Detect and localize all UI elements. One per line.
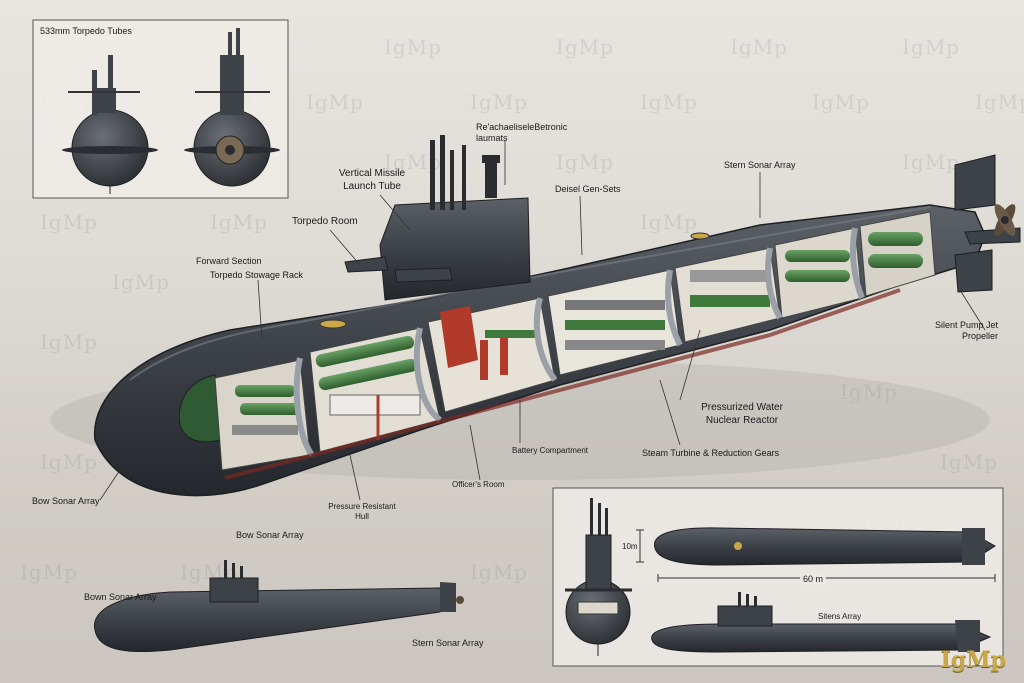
watermark-text: IgMp bbox=[20, 560, 78, 584]
watermark-text: IgMp bbox=[902, 35, 960, 59]
watermark-text: IgMp bbox=[470, 560, 528, 584]
watermark-text: IgMp bbox=[40, 330, 98, 354]
watermark-text: IgMp bbox=[940, 450, 998, 474]
label-bown-sonar: Bown Sonar Array bbox=[84, 592, 157, 602]
leader-lines bbox=[99, 140, 986, 501]
watermark-text: IgMp bbox=[902, 150, 960, 174]
label-pump-jet: Silent Pump Jet Propeller bbox=[934, 320, 998, 342]
bow-sonar-dome bbox=[178, 374, 221, 443]
label-periscope: Re'achaeliseleBetronic laumats bbox=[476, 122, 568, 144]
label-sitens: Sitens Array bbox=[818, 612, 862, 621]
watermark-text: IgMp bbox=[210, 210, 268, 234]
label-torpedo-rack: Torpedo Stowage Rack bbox=[210, 270, 304, 280]
label-length-dim: 60 m bbox=[800, 574, 827, 586]
inset-title: 533mm Torpedo Tubes bbox=[40, 26, 132, 36]
watermark-text: IgMp bbox=[470, 90, 528, 114]
label-hull: Pressure Resistant Hull bbox=[328, 502, 396, 521]
label-bow-sonar-mid: Bow Sonar Array bbox=[236, 530, 304, 540]
watermark-text: IgMp bbox=[112, 270, 170, 294]
watermark-text: IgMp bbox=[306, 90, 364, 114]
cutaway-compartments bbox=[214, 211, 936, 471]
sail bbox=[379, 197, 531, 301]
watermark-text: IgMp bbox=[730, 35, 788, 59]
brand-logo: IgMp bbox=[940, 647, 1006, 673]
label-reactor: Pressurized Water Nuclear Reactor bbox=[701, 402, 783, 426]
label-diesel: Deisel Gen-Sets bbox=[555, 184, 621, 194]
propeller bbox=[994, 204, 1016, 236]
lower-rudder bbox=[954, 249, 993, 293]
label-stern-sonar-bottom: Stern Sonar Array bbox=[412, 638, 484, 648]
watermark-text: IgMp bbox=[812, 90, 870, 114]
label-battery: Battery Compartment bbox=[512, 446, 589, 455]
label-stern-sonar-top: Stern Sonar Array bbox=[724, 160, 796, 170]
main-submarine bbox=[93, 135, 1021, 497]
side-view-submarine bbox=[93, 560, 464, 653]
label-steam-turbine: Steam Turbine & Reduction Gears bbox=[642, 448, 780, 458]
label-forward-section: Forward Section bbox=[196, 256, 262, 266]
upper-rudder bbox=[954, 154, 996, 211]
watermark-text: IgMp bbox=[640, 90, 698, 114]
watermark-text: IgMp bbox=[556, 35, 614, 59]
watermark-text: IgMp bbox=[40, 210, 98, 234]
watermark-text: IgMp bbox=[640, 210, 698, 234]
inset-dimensions bbox=[552, 487, 1004, 667]
label-height-dim: 10m bbox=[622, 542, 638, 551]
sail-plane bbox=[344, 256, 389, 273]
watermark-text: IgMp bbox=[556, 150, 614, 174]
label-torpedo-room: Torpedo Room bbox=[292, 216, 358, 227]
inset-torpedo-tubes bbox=[32, 19, 289, 199]
watermark-text: IgMp bbox=[840, 380, 898, 404]
label-vertical-missile: Vertical Missile Launch Tube bbox=[338, 168, 406, 192]
watermark-text: IgMp bbox=[384, 35, 442, 59]
watermark-text: IgMp bbox=[40, 450, 98, 474]
label-bow-sonar-left: Bow Sonar Array bbox=[32, 496, 100, 506]
watermark-text: IgMp bbox=[975, 90, 1024, 114]
label-officers-room: Officer's Room bbox=[452, 480, 505, 489]
